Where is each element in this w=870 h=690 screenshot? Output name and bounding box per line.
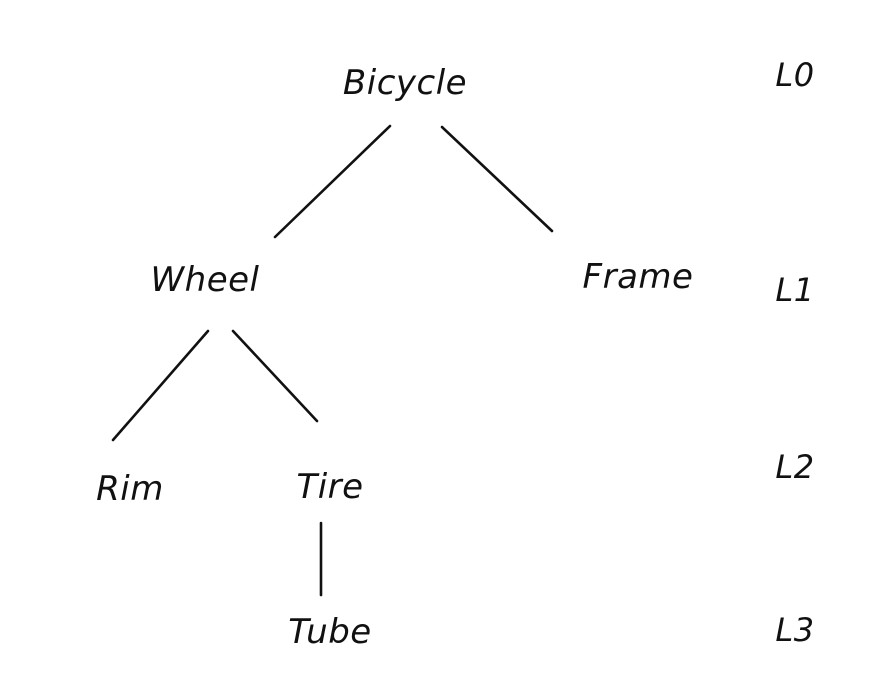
node-rim[interactable]: Rim xyxy=(96,469,164,509)
edge-wheel-to-rim xyxy=(111,329,210,442)
level-label-l3: L3 xyxy=(775,611,815,649)
node-frame[interactable]: Frame xyxy=(582,257,694,297)
level-label-l1: L1 xyxy=(775,271,815,309)
node-bicycle[interactable]: Bicycle xyxy=(342,63,468,103)
edge-bicycle-to-wheel xyxy=(273,124,392,239)
edge-bicycle-to-frame xyxy=(440,125,554,233)
node-tire[interactable]: Tire xyxy=(296,467,364,507)
node-tube[interactable]: Tube xyxy=(288,612,372,652)
node-wheel[interactable]: Wheel xyxy=(150,260,260,300)
edge-wheel-to-tire xyxy=(231,329,319,423)
level-label-l0: L0 xyxy=(775,56,815,94)
level-label-l2: L2 xyxy=(775,448,815,486)
